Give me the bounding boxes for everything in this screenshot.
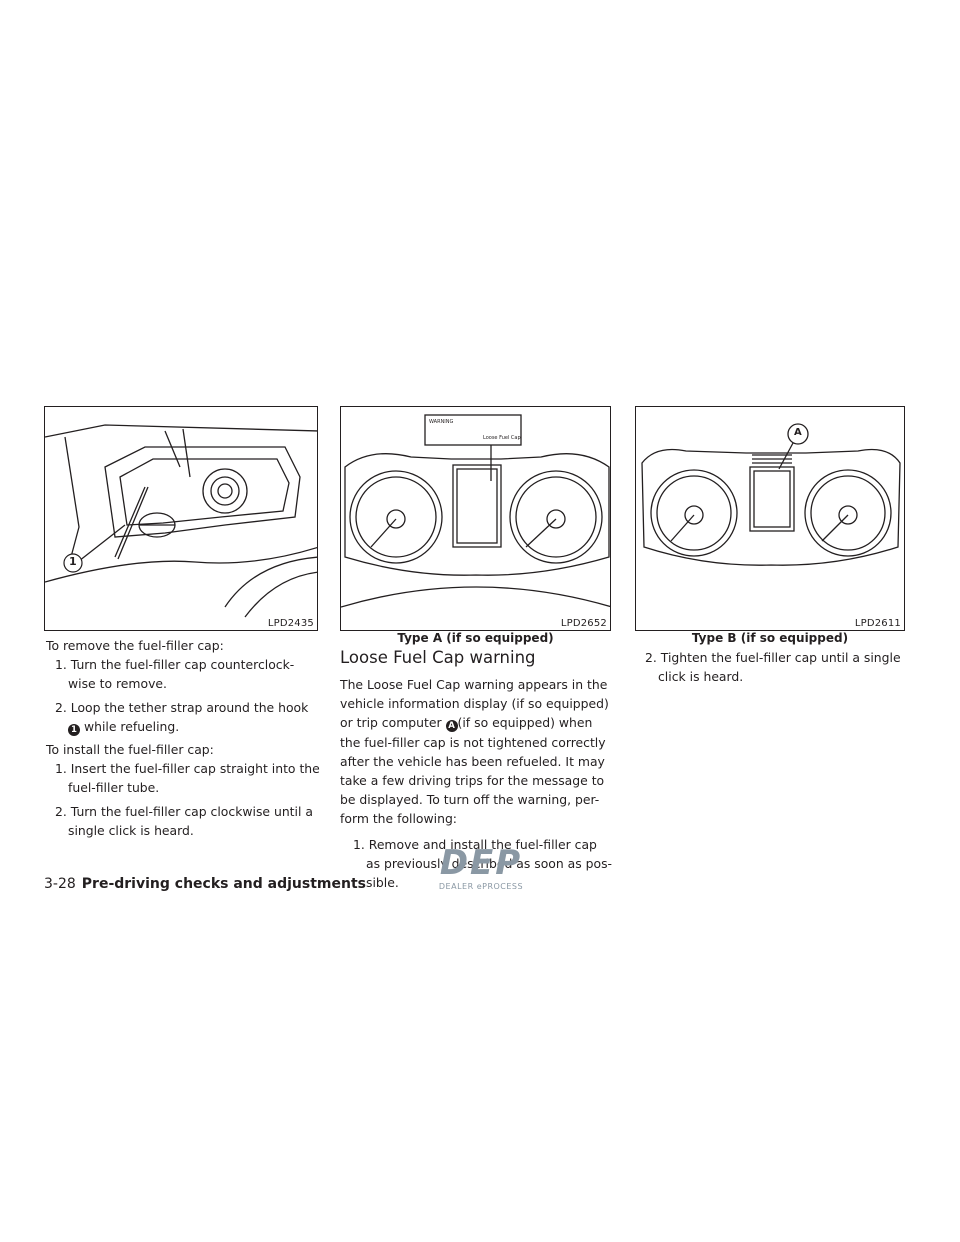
install-step-2: 2. Turn the fuel-filler cap clockwise un… <box>55 803 313 838</box>
section-title: Pre-driving checks and adjustments <box>81 876 366 892</box>
warning-paragraph: The Loose Fuel Cap warning appears in th… <box>340 675 612 829</box>
figure-code: LPD2435 <box>267 618 314 629</box>
type-a-cluster-illustration <box>341 414 610 608</box>
warning-text: Loose Fuel Cap <box>483 435 521 441</box>
column-3: 2. Tighten the fuel-filler cap until a s… <box>636 648 908 686</box>
warning-title: WARNING <box>429 419 454 425</box>
type-a-cluster-figure: WARNING Loose Fuel Cap LPD2652 <box>340 406 611 631</box>
logo-subtext: DEALER ePROCESS <box>438 882 524 891</box>
type-a-caption: Type A (if so equipped) <box>397 631 554 645</box>
figure-code: LPD2652 <box>560 618 607 629</box>
callout-1-marker: 1 <box>68 723 80 736</box>
callout-a-label: A <box>794 427 802 438</box>
type-b-caption: Type B (if so equipped) <box>691 631 849 645</box>
figure-code: LPD2611 <box>854 618 901 629</box>
warning-step-2: 2. Tighten the fuel-filler cap until a s… <box>645 650 901 685</box>
remove-step-2: 2. Loop the tether strap around the hook… <box>46 698 320 736</box>
remove-step-2-text: 2. Loop the tether strap around the hook <box>55 699 309 715</box>
fuel-cap-figure: 1 LPD2435 <box>44 406 318 631</box>
logo-mark: DEP <box>439 843 523 883</box>
column-2: The Loose Fuel Cap warning appears in th… <box>340 675 612 892</box>
warning-step-1: 1. Remove and install the fuel-filler ca… <box>353 836 613 891</box>
warning-paragraph-text: The Loose Fuel Cap warning appears in th… <box>340 677 609 731</box>
column-1: To remove the fuel-filler cap: 1. Turn t… <box>46 636 320 840</box>
page-footer: 3-28 Pre-driving checks and adjustments <box>44 876 366 892</box>
install-intro: To install the fuel-filler cap: <box>46 742 214 758</box>
type-b-cluster-figure: A LPD2611 <box>635 406 905 631</box>
install-step-1: 1. Insert the fuel-filler cap straight i… <box>55 761 320 796</box>
type-b-cluster-illustration <box>641 423 901 566</box>
fuel-cap-illustration <box>45 424 317 618</box>
remove-step-1: 1. Turn the fuel-filler cap counterclock… <box>55 657 295 692</box>
callout-1-label: 1 <box>69 555 77 568</box>
page-number: 3-28 <box>44 876 76 892</box>
section-heading: Loose Fuel Cap warning <box>340 648 536 667</box>
dealer-logo: DEP DEALER ePROCESS <box>418 846 544 894</box>
remove-intro: To remove the fuel-filler cap: <box>46 638 224 653</box>
remove-step-2-end: while refueling. <box>83 718 180 734</box>
callout-a-marker: A <box>445 720 458 733</box>
warning-paragraph-end: (if so equipped) when the fuel-filler ca… <box>340 715 606 827</box>
